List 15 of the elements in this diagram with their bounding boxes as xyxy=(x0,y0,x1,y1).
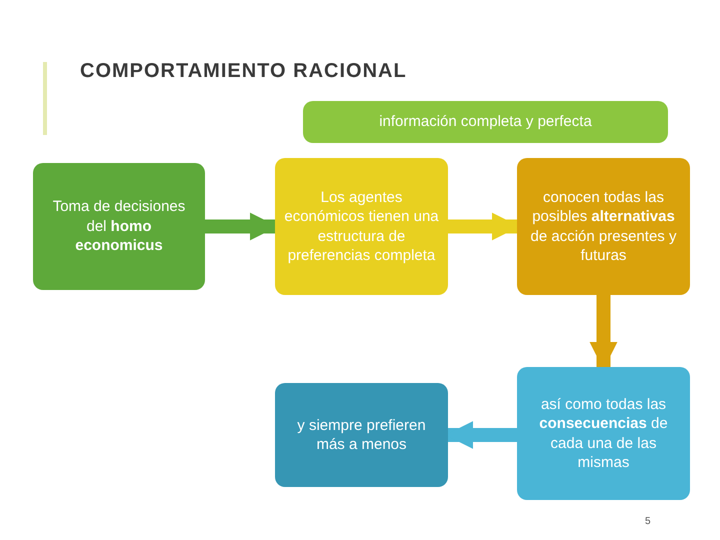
process-box xyxy=(275,383,448,487)
arrow xyxy=(590,295,618,370)
slide-title: COMPORTAMIENTO RACIONAL xyxy=(80,60,407,83)
process-box xyxy=(517,158,690,295)
box-text: información completa y perfecta xyxy=(379,112,592,132)
header-band xyxy=(303,101,668,143)
process-box xyxy=(517,367,690,500)
box-text: así como todas las consecuencias de cada una de las mismas xyxy=(538,394,669,472)
box-text: Los agentes económicos tienen una estructura de preferencias completa xyxy=(283,188,440,266)
process-box xyxy=(33,163,205,290)
box-text: y siempre prefieren más a menos xyxy=(296,416,427,454)
box-text: conocen todas las posibles alternativas de acción presentes y futuras xyxy=(530,188,678,266)
page-number: 5 xyxy=(645,516,651,527)
process-box xyxy=(275,158,448,295)
box-text: Toma de decisiones del homo economicus xyxy=(52,197,186,256)
